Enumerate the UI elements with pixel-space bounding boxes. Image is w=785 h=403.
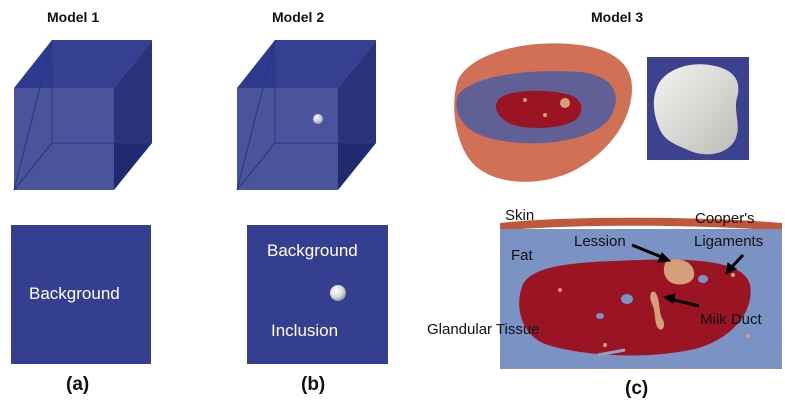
model3-breast-3d: [454, 43, 632, 182]
ligaments-label: Ligaments: [694, 233, 764, 250]
model2-cube: [236, 39, 376, 191]
lession-arrow: [631, 243, 665, 260]
model1-background-square: [11, 225, 151, 364]
model2-inclusion-label: Inclusion: [271, 321, 339, 340]
glandular-region: [519, 259, 751, 356]
model1-background-label: Background: [29, 284, 120, 303]
fat-label: Fat: [511, 247, 533, 264]
annotation-arrows: [631, 243, 745, 308]
milk-duct-label: Milk Duct: [700, 311, 762, 328]
model2-square: [247, 225, 388, 364]
inclusion-sphere: [330, 285, 346, 301]
model1-title: Model 1: [47, 9, 100, 25]
model3-mesh: [647, 57, 749, 160]
caption-a: (a): [66, 374, 90, 395]
model2-title: Model 2: [272, 9, 325, 25]
caption-b: (b): [301, 374, 326, 395]
caption-c: (c): [625, 378, 649, 399]
model3-cross-section: [500, 217, 782, 369]
model3-title: Model 3: [591, 9, 644, 25]
inclusion-sphere-3d: [313, 114, 323, 124]
lession-label: Lession: [574, 233, 626, 250]
skin-label: Skin: [505, 207, 535, 224]
milk-duct-arrow: [669, 297, 700, 308]
glandular-label: Glandular Tissue: [427, 321, 540, 338]
lesion-shape: [663, 259, 695, 285]
coopers-label: Cooper's: [695, 210, 755, 227]
milk-duct-shape: [650, 291, 665, 330]
model1-cube: [13, 39, 152, 191]
model2-background-label: Background: [267, 241, 358, 260]
